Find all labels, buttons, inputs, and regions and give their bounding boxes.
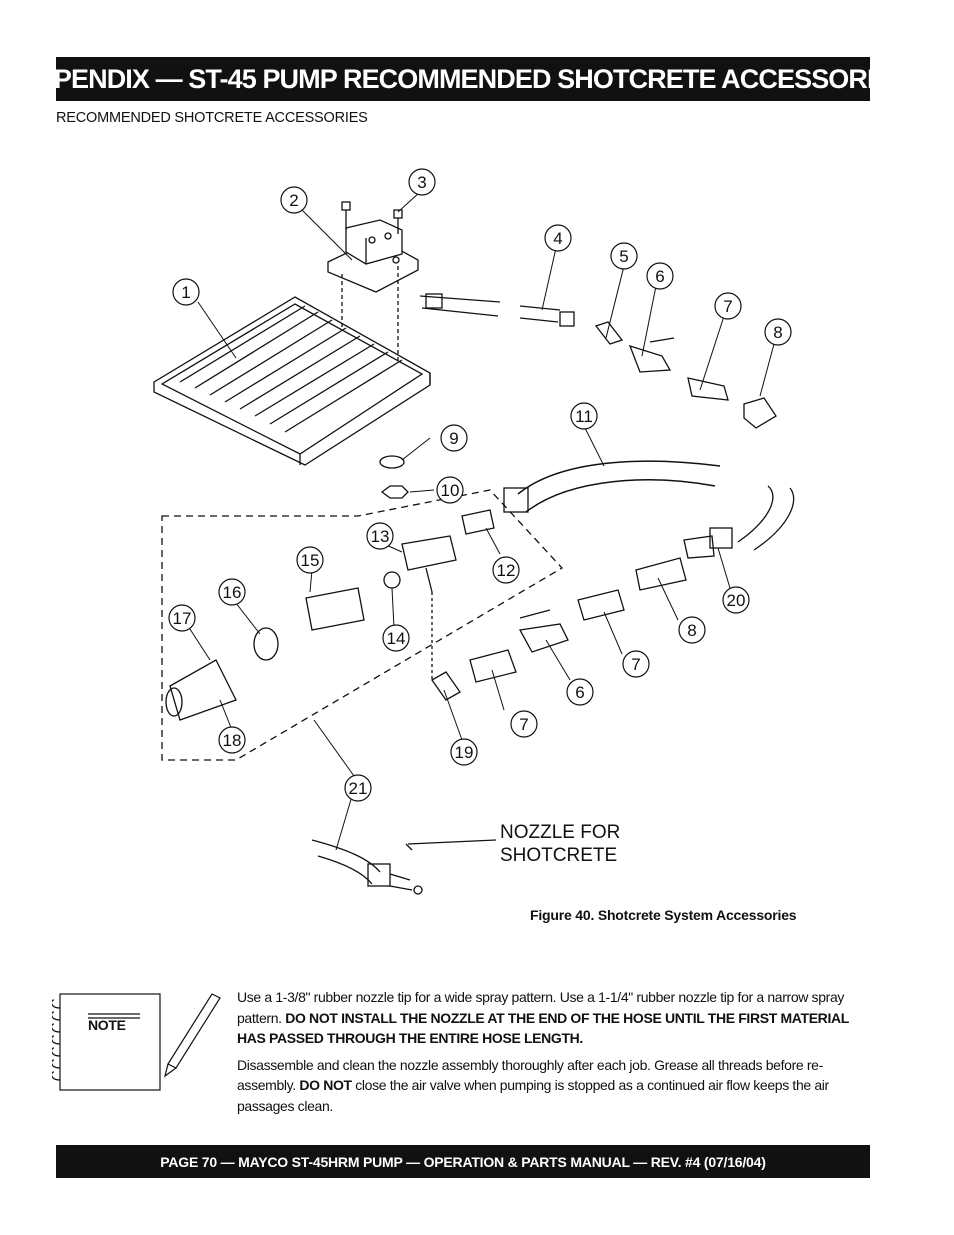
callout-9: 9 <box>449 429 458 448</box>
callout-14: 14 <box>387 629 406 648</box>
callout-7-bottom: 7 <box>519 715 528 734</box>
callout-11: 11 <box>575 407 593 426</box>
shotcrete-accessories-diagram: 1 2 3 4 5 6 7 8 11 9 10 13 12 14 15 16 1… <box>153 168 795 895</box>
callout-2: 2 <box>289 191 298 210</box>
callout-7-lower: 7 <box>631 655 640 674</box>
right-hose <box>635 485 795 591</box>
callout-circles <box>168 168 792 802</box>
section-subheading: RECOMMENDED SHOTCRETE ACCESSORIES <box>56 110 368 126</box>
callout-19: 19 <box>455 743 474 762</box>
note-p1-normal: Use a 1-3/8" rubber nozzle tip for a wid… <box>237 989 845 1026</box>
callout-5: 5 <box>619 247 628 266</box>
leader-lines <box>187 191 775 851</box>
callout-8: 8 <box>773 323 782 342</box>
callout-7: 7 <box>723 297 732 316</box>
callout-20: 20 <box>727 591 746 610</box>
note-p2-normal-a: Disassemble and clean the nozzle assembl… <box>237 1056 823 1094</box>
upper-hose-assembly <box>419 293 777 429</box>
note-text: Use a 1-3/8" rubber nozzle tip for a wid… <box>237 987 849 1122</box>
page-title: APPENDIX — ST-45 PUMP RECOMMENDED SHOTCR… <box>56 57 870 101</box>
callout-3: 3 <box>417 173 426 192</box>
nozzle-label-line1: NOZZLE FOR <box>500 822 620 843</box>
nozzle-label-line2: SHOTCRETE <box>500 845 617 866</box>
note-p2-normal-b: close the air valve when pumping is stop… <box>237 1077 829 1114</box>
air-line-fittings <box>431 589 625 701</box>
callout-18: 18 <box>223 731 242 750</box>
nozzle-assembly <box>165 535 457 721</box>
note-label: NOTE <box>88 1017 126 1033</box>
mounting-bracket <box>327 201 419 360</box>
callout-10: 10 <box>441 481 460 500</box>
callout-21: 21 <box>349 779 368 798</box>
notepad-icon <box>52 993 221 1091</box>
washer <box>379 455 405 469</box>
callout-16: 16 <box>223 583 242 602</box>
callout-12: 12 <box>497 561 516 580</box>
callout-6: 6 <box>655 267 664 286</box>
callout-17: 17 <box>173 609 192 628</box>
shotcrete-nozzle <box>311 839 497 895</box>
page-footer: PAGE 70 — MAYCO ST-45HRM PUMP — OPERATIO… <box>56 1145 870 1178</box>
hex-nut <box>380 485 409 499</box>
callout-1: 1 <box>181 283 190 302</box>
figure-caption: Figure 40. Shotcrete System Accessories <box>530 907 797 923</box>
callout-13: 13 <box>371 527 390 546</box>
material-hose <box>461 460 721 535</box>
callout-8-lower: 8 <box>687 621 696 640</box>
callout-4: 4 <box>553 229 562 248</box>
note-p2-bold: DO NOT <box>299 1077 352 1093</box>
callout-15: 15 <box>301 551 320 570</box>
callout-6-lower: 6 <box>575 683 584 702</box>
note-p1-bold: DO NOT INSTALL THE NOZZLE AT THE END OF … <box>237 1009 849 1047</box>
screen-grate <box>153 296 431 466</box>
